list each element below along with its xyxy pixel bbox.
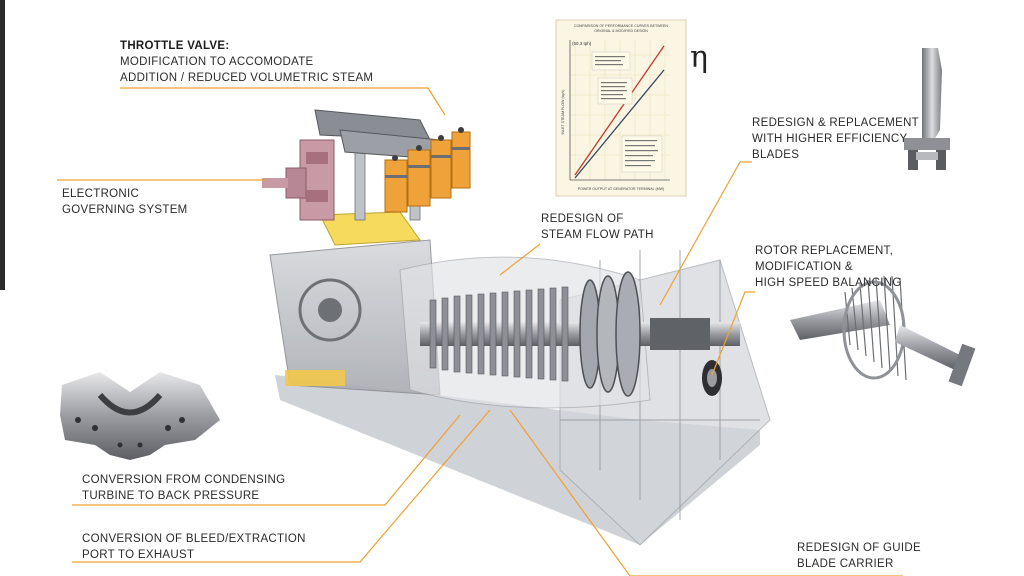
blade-replacement-line2: WITH HIGHER EFFICIENCY xyxy=(752,133,908,145)
bleed-conversion-line2: PORT TO EXHAUST xyxy=(82,549,195,561)
electronic-governing-line1: ELECTRONIC xyxy=(62,188,140,200)
guide-blade-carrier-line1: REDESIGN OF GUIDE xyxy=(797,542,921,554)
throttle-valve-label: THROTTLE VALVE: MODIFICATION TO ACCOMODA… xyxy=(120,38,373,86)
electronic-governing-label: ELECTRONIC GOVERNING SYSTEM xyxy=(62,186,188,218)
condensing-conversion-line2: TURBINE TO BACK PRESSURE xyxy=(82,490,260,502)
left-edge-strip xyxy=(0,0,5,290)
inset-caption-2: ORIGINAL & MODIFIED DESIGN xyxy=(594,29,648,33)
rotor-replacement-line2: MODIFICATION & xyxy=(755,261,853,273)
throttle-valve-line1: MODIFICATION TO ACCOMODATE xyxy=(120,56,314,68)
original-curve-line xyxy=(574,69,665,179)
casing-half-image xyxy=(60,372,220,460)
turbine-blade-image xyxy=(904,48,950,170)
modified-curve-line xyxy=(574,45,665,176)
throttle-valve-title: THROTTLE VALVE: xyxy=(120,40,230,52)
guide-blade-carrier-line2: BLADE CARRIER xyxy=(797,558,894,570)
blade-replacement-line1: REDESIGN & REPLACEMENT xyxy=(752,117,919,129)
steam-flow-path-line1: REDESIGN OF xyxy=(541,213,624,225)
rotor-replacement-line1: ROTOR REPLACEMENT, xyxy=(755,245,894,257)
steam-flow-path-line2: STEAM FLOW PATH xyxy=(541,229,654,241)
blade-stages xyxy=(429,271,641,397)
steam-flow-path-label: REDESIGN OF STEAM FLOW PATH xyxy=(541,211,654,243)
inset-caption-1: COMPARISON OF PERFORMANCE CURVES BETWEEN xyxy=(574,24,668,28)
efficiency-symbol: η xyxy=(690,40,708,75)
inset-y-axis-label: INLET STEAM FLOW (kg/s) xyxy=(561,90,565,135)
performance-chart-inset: COMPARISON OF PERFORMANCE CURVES BETWEEN… xyxy=(555,19,687,197)
electronic-governing-line2: GOVERNING SYSTEM xyxy=(62,204,188,216)
bleed-conversion-label: CONVERSION OF BLEED/EXTRACTION PORT TO E… xyxy=(82,531,306,563)
blade-replacement-label: REDESIGN & REPLACEMENT WITH HIGHER EFFIC… xyxy=(752,115,919,163)
inset-y-top-label: (50.3 tph) xyxy=(572,41,592,46)
condensing-conversion-line1: CONVERSION FROM CONDENSING xyxy=(82,474,286,486)
inset-x-axis-label: POWER OUTPUT AT GENERATOR TERMINAL (MW) xyxy=(578,187,665,191)
bleed-conversion-line1: CONVERSION OF BLEED/EXTRACTION xyxy=(82,533,306,545)
turbine-assembly xyxy=(262,109,771,546)
rotor-replacement-label: ROTOR REPLACEMENT, MODIFICATION & HIGH S… xyxy=(755,243,902,291)
blade-replacement-line3: BLADES xyxy=(752,149,800,161)
leader-lines xyxy=(57,87,903,576)
rotor-replacement-line3: HIGH SPEED BALANCING xyxy=(755,277,902,289)
condensing-conversion-label: CONVERSION FROM CONDENSING TURBINE TO BA… xyxy=(82,472,285,504)
rotor-image xyxy=(790,275,976,387)
electronic-governing-unit xyxy=(262,139,335,221)
throttle-valve-assembly xyxy=(314,109,471,221)
throttle-valve-line2: ADDITION / REDUCED VOLUMETRIC STEAM xyxy=(120,72,374,84)
guide-blade-carrier-label: REDESIGN OF GUIDE BLADE CARRIER xyxy=(797,540,921,572)
